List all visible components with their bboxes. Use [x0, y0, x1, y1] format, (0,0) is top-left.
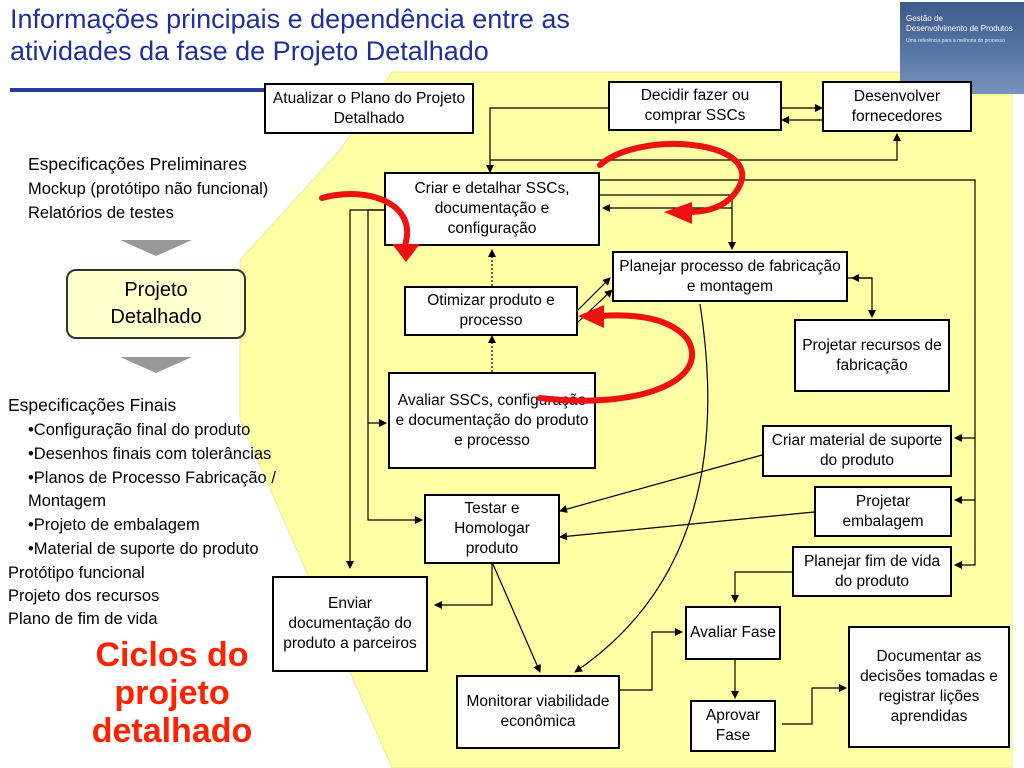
- connector-line: [367, 423, 423, 524]
- connector-line: [559, 511, 815, 541]
- inputs-header: Especificações Preliminares: [28, 154, 247, 174]
- activity-decidir-fazer-comprar: Decidir fazer ou comprar SSCs: [608, 81, 782, 131]
- activity-projetar-recursos: Projetar recursos de fabricação: [794, 319, 950, 392]
- output-bullet: •Configuração final do produto: [28, 421, 251, 439]
- connector-line: [559, 454, 763, 513]
- cycle-arrow-icon: [597, 140, 746, 215]
- activity-aprovar-fase: Aprovar Fase: [690, 700, 776, 752]
- cycles-caption-line: detalhado: [91, 712, 253, 750]
- phase-box: Projeto Detalhado: [66, 269, 246, 339]
- output-bullet: •Material de suporte do produto: [28, 540, 259, 558]
- page-title: Informações principais e dependência ent…: [10, 3, 770, 67]
- cycle-arrow-icon: [537, 312, 696, 404]
- phase-box-line: Detalhado: [110, 306, 202, 328]
- cycle-arrowhead-icon: [578, 305, 604, 328]
- activity-projetar-embalagem: Projetar embalagem: [814, 486, 952, 537]
- input-item: Relatórios de testes: [28, 204, 174, 222]
- connector-line: [574, 303, 709, 673]
- cycle-arrow-icon: [319, 191, 411, 248]
- activity-documentar-decisoes: Documentar as decisões tomadas e registr…: [848, 626, 1010, 748]
- connector-line: [490, 133, 901, 161]
- connector-line: [620, 628, 683, 691]
- activity-criar-material: Criar material de suporte do produto: [762, 425, 952, 477]
- activity-atualizar-plano: Atualizar o Plano do Projeto Detalhado: [264, 83, 474, 134]
- connector-line: [577, 277, 611, 311]
- connector-line: [486, 107, 608, 173]
- title-line: atividades da fase de Projeto Detalhado: [10, 36, 489, 66]
- down-pointer-icon: [120, 240, 192, 256]
- activity-monitorar-viabilidade: Monitorar viabilidade econômica: [456, 675, 620, 749]
- title-underline: [10, 88, 300, 92]
- phase-box-line: Projeto: [124, 279, 188, 301]
- input-item: Mockup (protótipo não funcional): [28, 180, 269, 198]
- output-bullet: •Desenhos finais com tolerâncias: [28, 445, 272, 463]
- activity-planejar-fim-vida: Planejar fim de vida do produto: [792, 546, 952, 597]
- output-bullet: •Planos de Processo Fabricação /: [28, 469, 276, 487]
- activity-testar-homologar: Testar e Homologar produto: [424, 494, 560, 564]
- logo-line: Desenvolvimento de Produtos: [906, 24, 1013, 33]
- connector-line: [782, 684, 847, 725]
- connector-line: [434, 564, 493, 609]
- output-item: Protótipo funcional: [8, 564, 145, 582]
- connector-line: [346, 209, 384, 569]
- book-cover-logo: Gestão de Desenvolvimento de Produtos Um…: [900, 2, 1024, 94]
- connector-line: [491, 561, 541, 673]
- output-item: Plano de fim de vida: [8, 610, 158, 628]
- cycles-caption: Ciclos do projeto detalhado: [52, 636, 292, 750]
- activity-desenvolver-fornecedores: Desenvolver fornecedores: [822, 81, 972, 132]
- activity-criar-detalhar-sscs: Criar e detalhar SSCs, documentação e co…: [384, 172, 600, 246]
- output-bullet: •Projeto de embalagem: [28, 516, 200, 534]
- activity-enviar-documentacao: Enviar documentação do produto a parceir…: [272, 576, 428, 672]
- activity-otimizar: Otimizar produto e processo: [404, 286, 578, 336]
- activity-planejar-processo: Planejar processo de fabricação e montag…: [612, 251, 848, 302]
- logo-line: Gestão de: [906, 14, 943, 23]
- connector-line: [731, 571, 792, 603]
- logo-subline: Uma referência para a melhoria do proces…: [906, 38, 1005, 44]
- cycle-arrowhead-icon: [392, 244, 420, 262]
- outputs-header: Especificações Finais: [8, 395, 177, 415]
- output-bullet: Montagem: [28, 492, 106, 510]
- output-item: Projeto dos recursos: [8, 587, 160, 605]
- activity-avaliar-fase: Avaliar Fase: [685, 606, 781, 660]
- cycles-caption-line: Ciclos do: [95, 636, 249, 674]
- cycles-caption-line: projeto: [114, 674, 230, 712]
- title-line: Informações principais e dependência ent…: [10, 4, 570, 34]
- down-pointer-icon: [120, 357, 192, 373]
- cycle-arrowhead-icon: [664, 202, 692, 224]
- connector-line: [600, 179, 976, 569]
